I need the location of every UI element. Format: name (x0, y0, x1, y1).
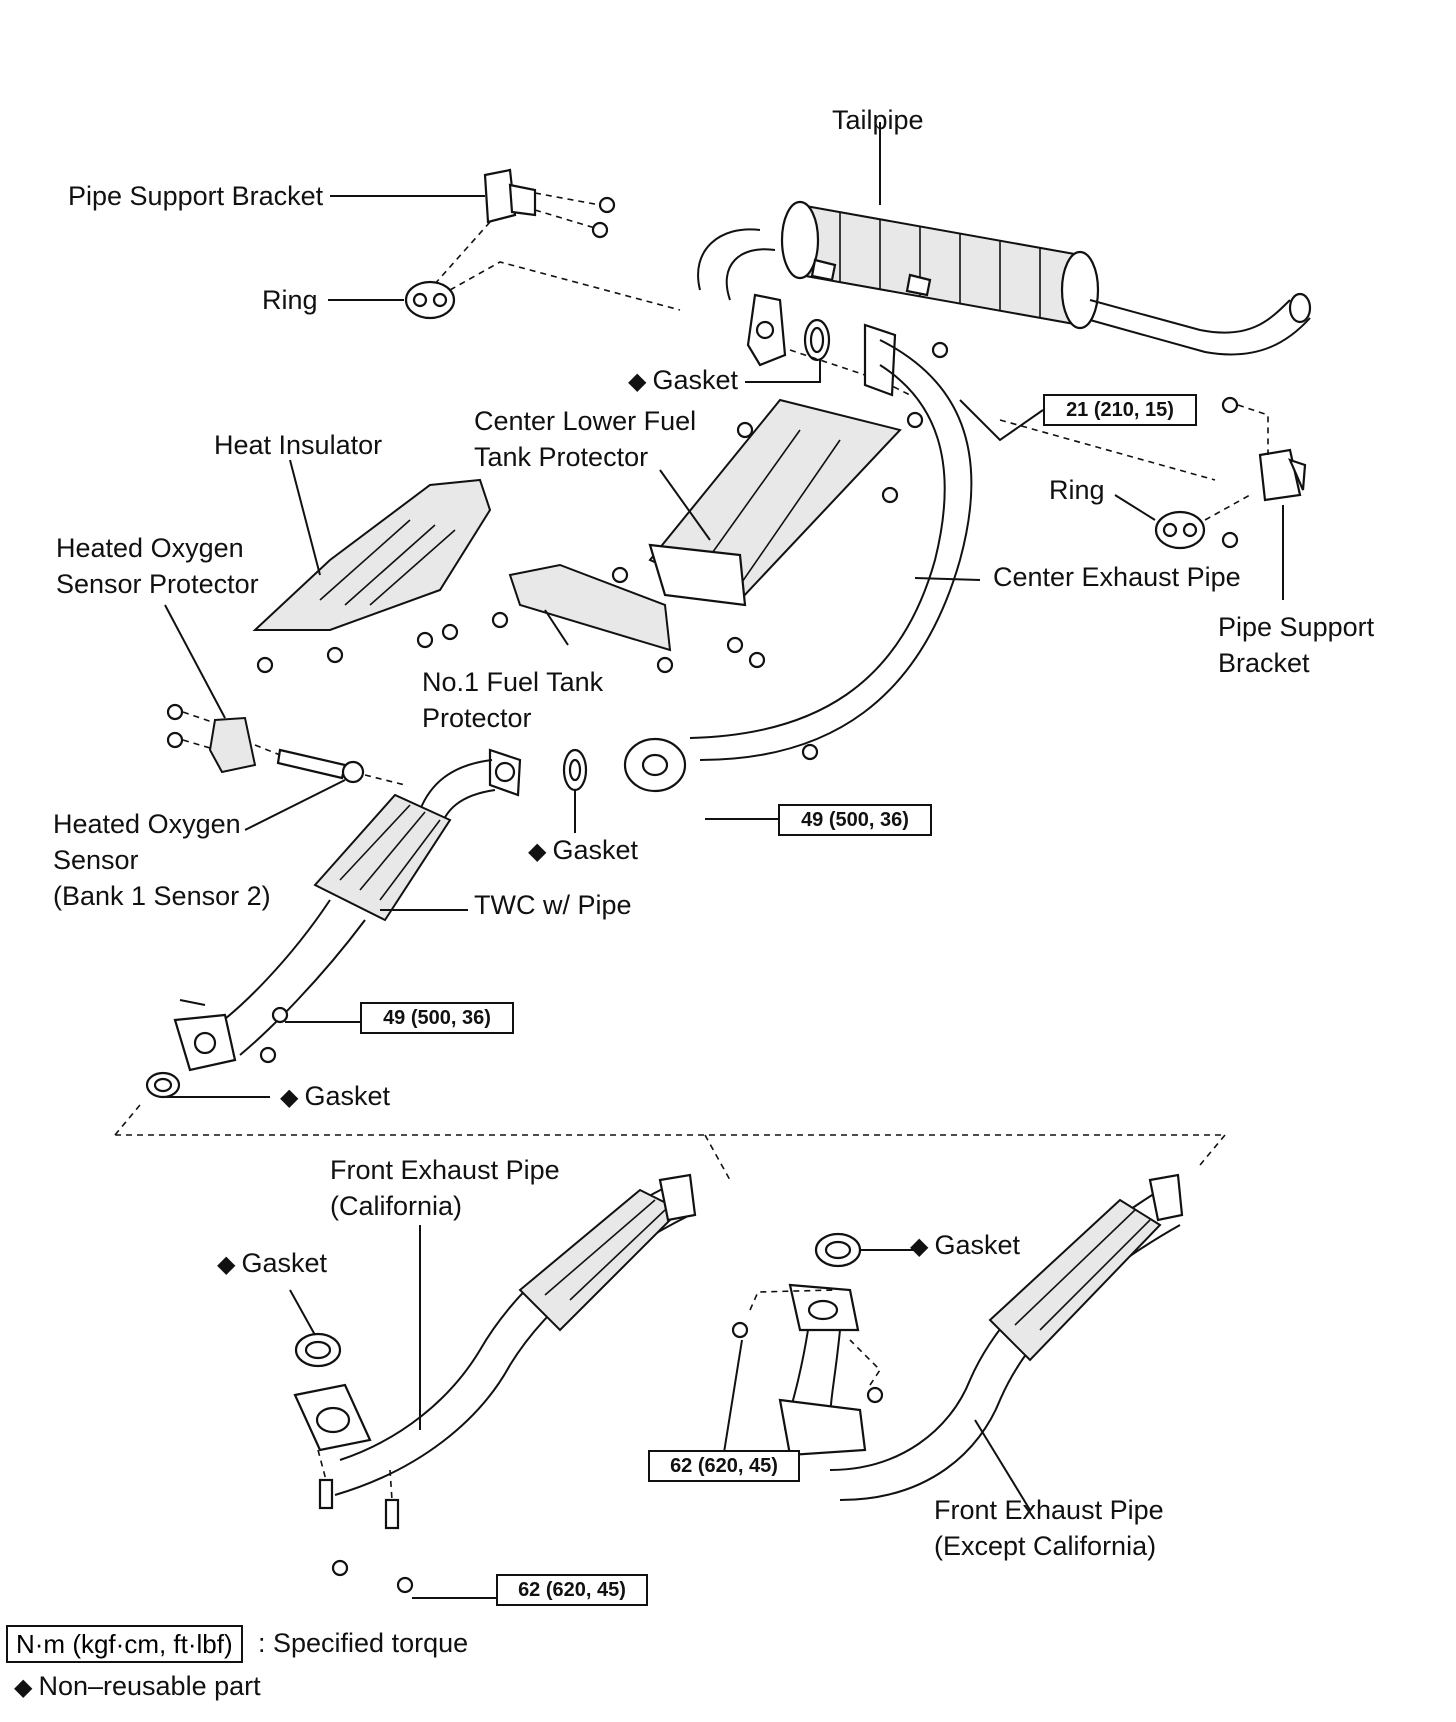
label-heated-oxygen-sensor-protector-2: Sensor Protector (56, 569, 259, 599)
diamond-icon: ◆ (280, 1084, 299, 1111)
label-center-lower-fuel-tank-protector-2: Tank Protector (474, 442, 649, 472)
legend-nonreusable-text: Non–reusable part (38, 1671, 261, 1701)
label-front-exhaust-pipe-ex-1: Front Exhaust Pipe (934, 1495, 1164, 1525)
legend-nonreusable: ◆Non–reusable part (14, 1668, 261, 1706)
label-gasket-front-ca-text: Gasket (241, 1248, 328, 1278)
torque-box-front-ex: 62 (620, 45) (648, 1450, 800, 1482)
label-gasket-front-ex-text: Gasket (934, 1230, 1021, 1260)
label-front-exhaust-pipe-ex-2: (Except California) (934, 1531, 1157, 1561)
center-lower-fuel-tank-protector-part (611, 398, 924, 669)
label-heat-insulator: Heat Insulator (214, 430, 383, 460)
tailpipe-part (697, 200, 1312, 356)
label-gasket-front-ex: ◆Gasket (910, 1227, 1020, 1265)
label-pipe-support-bracket-right-2: Bracket (1218, 648, 1310, 678)
legend-torque-unit: N·m (kgf·cm, ft·lbf) (6, 1625, 243, 1663)
pipe-support-bracket-top-part (424, 168, 616, 296)
torque-box-tailpipe: 21 (210, 15) (1043, 394, 1197, 426)
label-heated-oxygen-sensor-3: (Bank 1 Sensor 2) (53, 881, 271, 911)
label-no1-fuel-tank-protector-1: No.1 Fuel Tank (422, 667, 604, 697)
label-gasket-tail: ◆Gasket (628, 362, 738, 400)
diamond-icon: ◆ (528, 838, 547, 865)
gasket-twc-part (145, 1071, 181, 1099)
label-gasket-twc: ◆Gasket (280, 1078, 390, 1116)
diamond-icon: ◆ (217, 1251, 236, 1278)
tailpipe-gasket-part (746, 293, 949, 396)
diamond-icon: ◆ (910, 1233, 929, 1260)
label-pipe-support-bracket-top: Pipe Support Bracket (68, 181, 324, 211)
no1-fuel-tank-protector-part (491, 563, 674, 674)
label-center-lower-fuel-tank-protector-1: Center Lower Fuel (474, 406, 697, 436)
ring-right-part (999, 419, 1251, 550)
label-tailpipe: Tailpipe (832, 105, 924, 135)
twc-pipe-part (173, 748, 522, 1072)
section-divider (114, 1104, 1226, 1181)
leader-lines (163, 122, 1284, 1599)
front-exhaust-pipe-except-california-part (731, 1173, 1184, 1501)
torque-box-front-ca: 62 (620, 45) (496, 1574, 648, 1606)
label-no1-fuel-tank-protector-2: Protector (422, 703, 532, 733)
heat-insulator-part (252, 478, 492, 674)
label-front-exhaust-pipe-ca-1: Front Exhaust Pipe (330, 1155, 560, 1185)
label-twc-pipe: TWC w/ Pipe (474, 890, 632, 920)
heated-oxygen-sensor-protector-part (166, 703, 257, 774)
label-ring-right: Ring (1049, 475, 1105, 505)
ring-top-part (404, 261, 681, 320)
label-center-exhaust-pipe: Center Exhaust Pipe (993, 562, 1241, 592)
center-exhaust-pipe-part (623, 323, 973, 793)
label-front-exhaust-pipe-ca-2: (California) (330, 1191, 463, 1221)
torque-box-twc: 49 (500, 36) (360, 1002, 514, 1034)
torque-box-center: 49 (500, 36) (778, 804, 932, 836)
pipe-support-bracket-right-part (1221, 396, 1307, 502)
label-heated-oxygen-sensor-protector-1: Heated Oxygen (56, 533, 244, 563)
label-heated-oxygen-sensor-2: Sensor (53, 845, 139, 875)
heated-oxygen-sensor-part (254, 744, 406, 786)
label-heated-oxygen-sensor-1: Heated Oxygen (53, 809, 241, 839)
gasket-mid-part (562, 748, 588, 792)
label-gasket-tail-text: Gasket (652, 365, 739, 395)
label-gasket-mid-text: Gasket (552, 835, 639, 865)
front-exhaust-pipe-california-part (293, 1173, 697, 1594)
label-gasket-front-ca: ◆Gasket (217, 1245, 327, 1283)
diamond-icon: ◆ (628, 368, 647, 395)
label-pipe-support-bracket-right-1: Pipe Support (1218, 612, 1375, 642)
label-gasket-twc-text: Gasket (304, 1081, 391, 1111)
legend-torque-desc: : Specified torque (258, 1628, 469, 1658)
diamond-icon: ◆ (14, 1674, 33, 1701)
label-gasket-mid: ◆Gasket (528, 832, 638, 870)
label-ring-top: Ring (262, 285, 318, 315)
